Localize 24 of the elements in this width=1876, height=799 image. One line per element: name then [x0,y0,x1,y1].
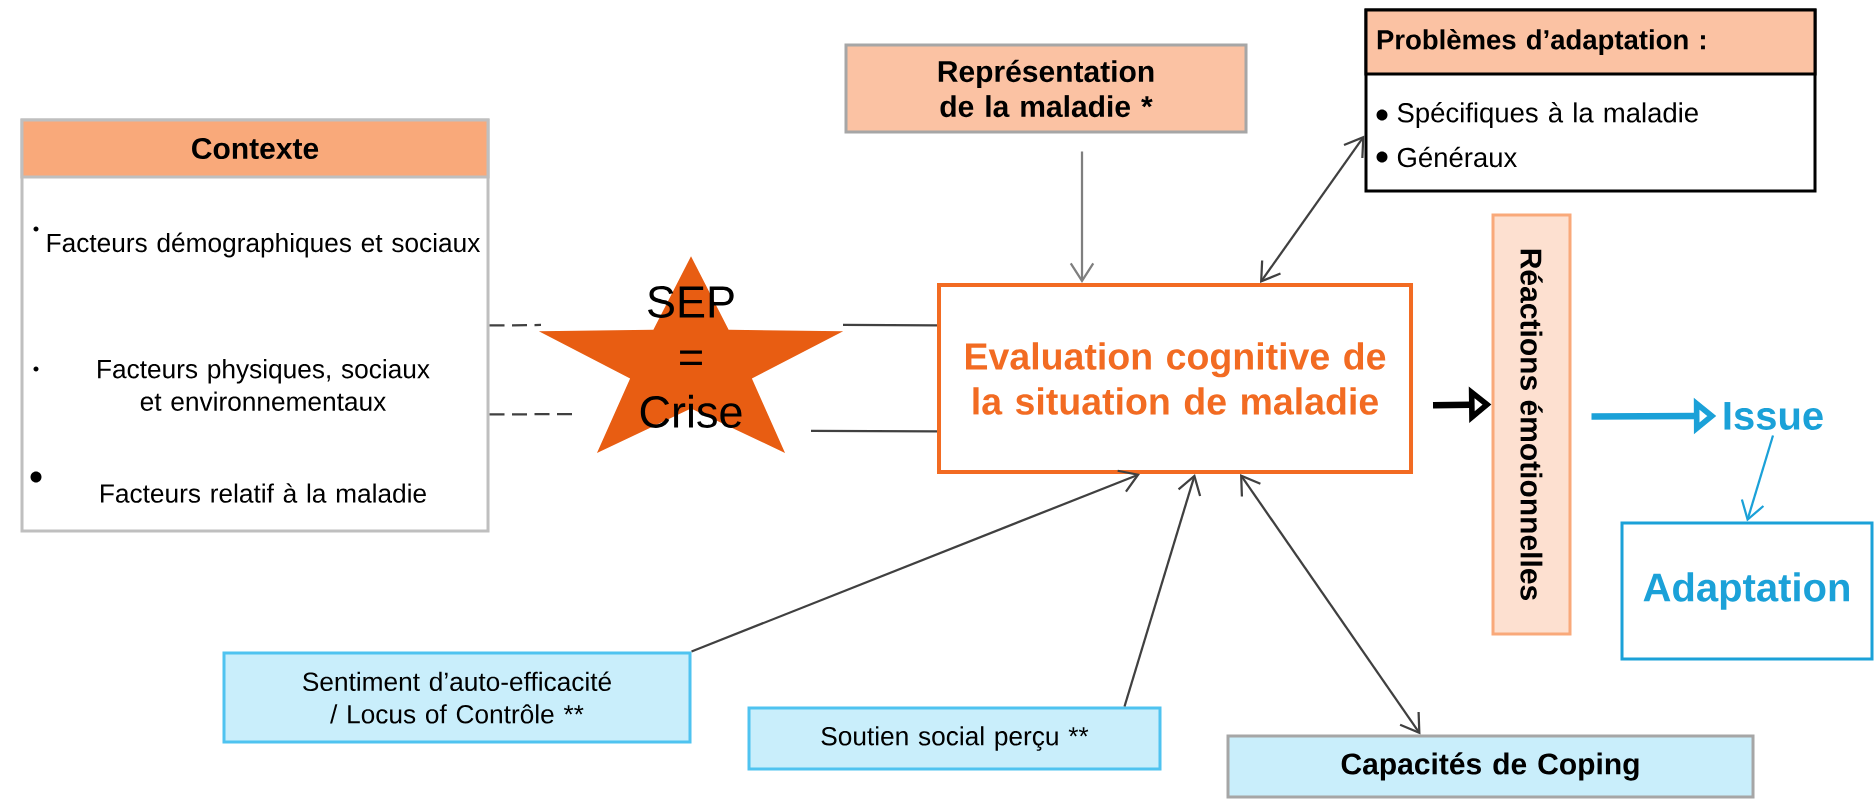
double-arrow [1240,474,1421,735]
arrow [1069,151,1095,283]
result-box: Adaptation [1620,521,1874,661]
arrow [1740,435,1775,522]
list-item: Généraux [1397,146,1517,168]
list-item: Facteurs démographiques et sociaux [47,232,480,258]
process-box: Evaluation cognitive de la situation de maladie [937,283,1413,474]
arrow [691,469,1140,653]
factor-box: Capacités de Coping [1226,734,1755,799]
list-item: Facteurs physiques, sociaux et environnementaux [98,359,430,411]
box-header: Contexte [20,118,490,179]
connector-line [843,323,937,327]
list-item: Spécifiques à la maladie [1397,102,1698,128]
list-item: Facteurs relatif à la maladie [101,483,426,503]
box-header: Problèmes d’adaptation : [1364,8,1817,76]
factor-box: Sentiment d’auto-efficacité / Locus of Contrôle ** [222,651,692,744]
vertical-label-bar: Réactions émotionnelles [1491,213,1572,636]
factor-box: Soutien social perçu ** [747,706,1162,771]
connector-line [489,323,541,327]
double-arrow [1260,135,1365,283]
outcome-label: Issue [1724,402,1823,430]
connector-line [811,429,937,433]
arrow [1123,474,1202,707]
title-box: Représentation de la maladie * [844,43,1248,134]
